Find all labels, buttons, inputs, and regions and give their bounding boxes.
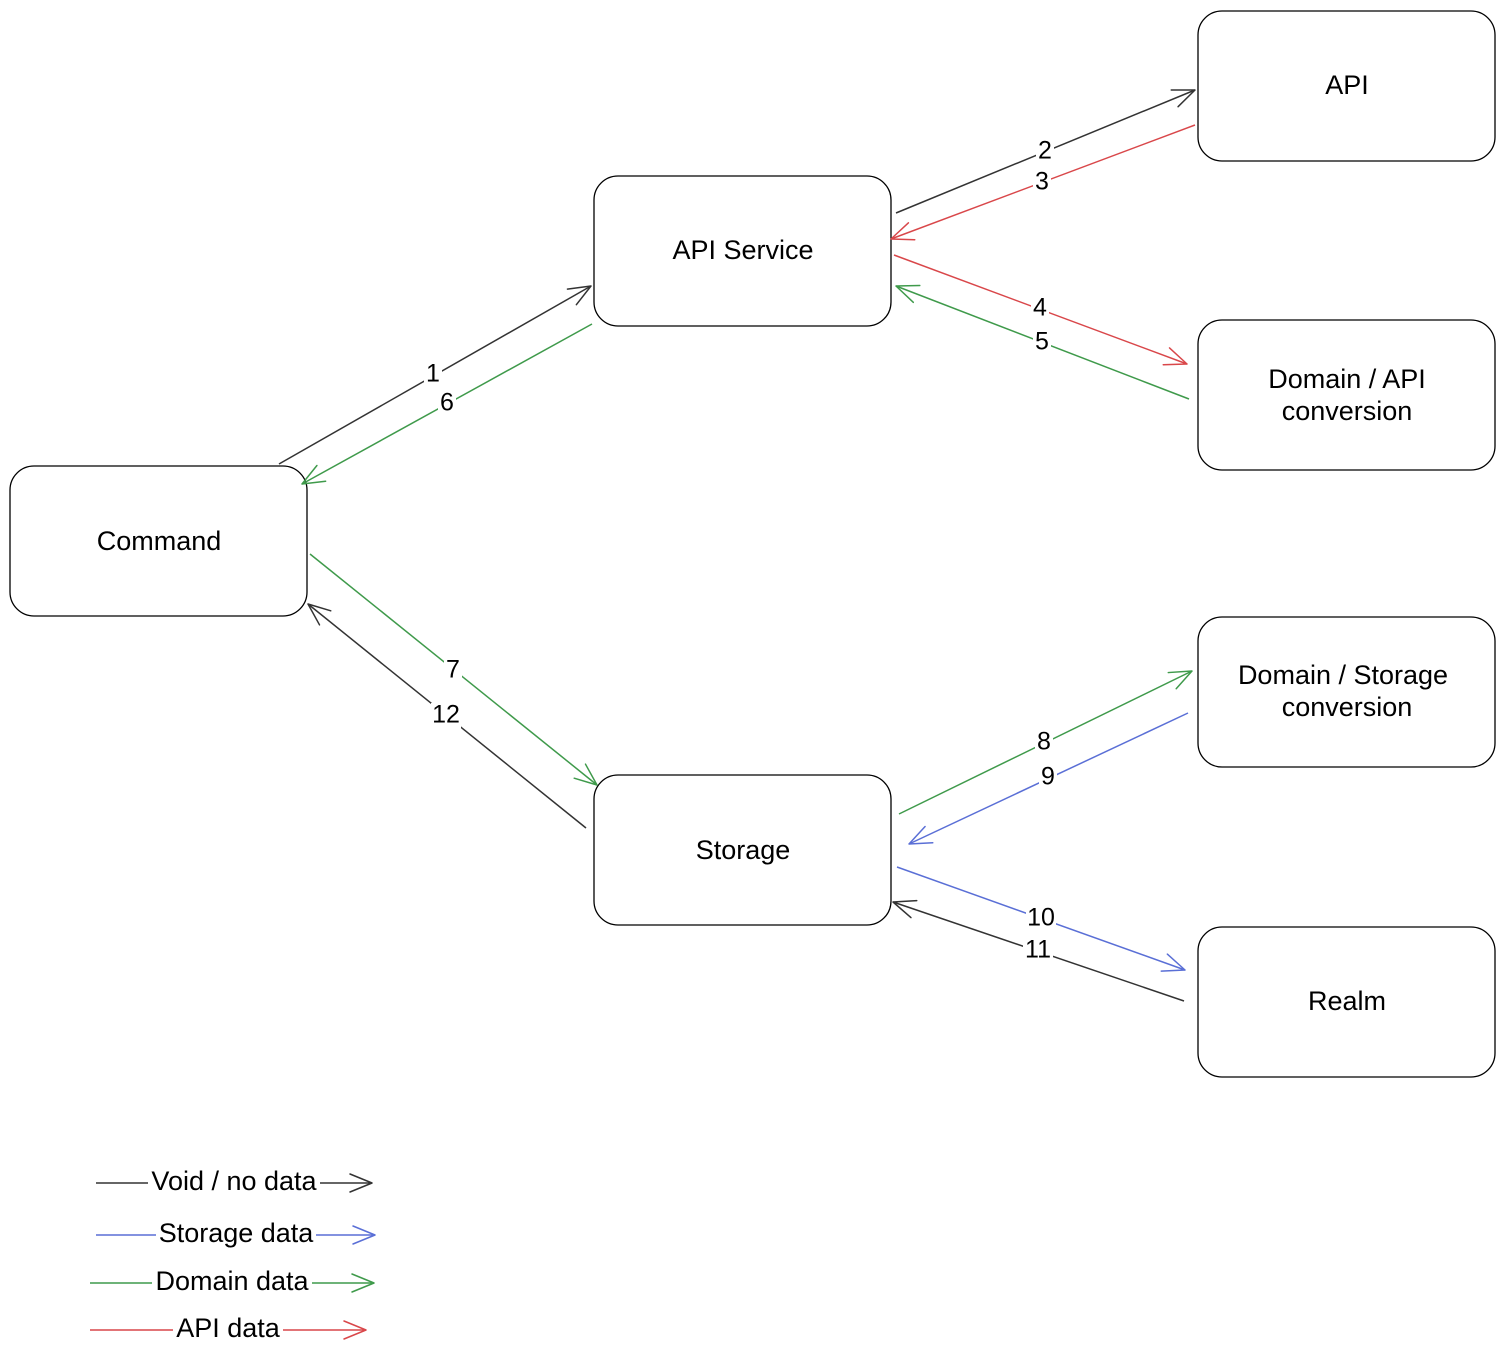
- edge-5-arrowhead: [895, 284, 921, 304]
- legend-storage-arrowhead: [352, 1225, 376, 1245]
- edge-1-label: 1: [426, 360, 440, 388]
- edge-7-arrowhead: [573, 763, 598, 786]
- edge-9-label: 9: [1041, 763, 1055, 791]
- edge-11-arrowhead: [892, 899, 918, 919]
- edge-5-label: 5: [1035, 328, 1049, 356]
- legend-storage-label: Storage data: [159, 1218, 315, 1248]
- edge-4[interactable]: 4: [893, 254, 1188, 366]
- edge-8-label: 8: [1037, 728, 1051, 756]
- legend-domain-label-bg: [152, 1268, 312, 1298]
- edge-10-label: 10: [1027, 904, 1055, 932]
- node-domain-api-conversion-label-line2: conversion: [1282, 396, 1413, 426]
- node-storage-label: Storage: [696, 835, 791, 865]
- node-domain-storage-conversion-label: Domain / Storage: [1238, 660, 1448, 690]
- edge-1[interactable]: 1: [278, 285, 592, 465]
- edge-6[interactable]: 6: [301, 323, 593, 485]
- edge-5-label-bg: [1033, 330, 1051, 356]
- edge-3-label-bg: [1033, 170, 1051, 196]
- edge-6-label-bg: [438, 391, 456, 417]
- edge-9-label-bg: [1039, 765, 1057, 791]
- legend-item-void: Void / no data: [96, 1166, 373, 1198]
- node-domain-storage-conversion[interactable]: Domain / Storage conversion: [1197, 616, 1496, 768]
- edge-7-label: 7: [446, 656, 460, 684]
- edge-7-label-bg: [444, 658, 462, 684]
- node-api-service[interactable]: API Service: [593, 175, 892, 327]
- edge-3-label: 3: [1035, 168, 1049, 196]
- edge-3-arrowhead: [890, 222, 916, 241]
- legend-domain-arrowhead: [351, 1273, 375, 1293]
- legend-void-arrowhead: [349, 1173, 373, 1193]
- edge-1-label-bg: [424, 362, 442, 388]
- edge-6-label: 6: [440, 389, 454, 417]
- edge-11-label-bg: [1023, 938, 1053, 964]
- edge-8-label-bg: [1035, 730, 1053, 756]
- edge-2[interactable]: 2: [895, 89, 1196, 214]
- edge-12[interactable]: 12: [307, 603, 587, 829]
- edge-5[interactable]: 5: [895, 284, 1190, 400]
- node-command-label: Command: [97, 526, 222, 556]
- edge-8[interactable]: 8: [898, 670, 1193, 815]
- edge-10-label-bg: [1026, 906, 1056, 932]
- edges-group: 16 2 3 4 5 7 12 8 9 10 11: [278, 89, 1196, 1002]
- edge-11-label: 11: [1025, 936, 1051, 964]
- node-realm-label: Realm: [1308, 986, 1386, 1016]
- node-api-label: API: [1325, 70, 1369, 100]
- node-domain-api-conversion[interactable]: Domain / API conversion: [1197, 319, 1496, 471]
- edge-9-arrowhead: [908, 825, 934, 845]
- edge-3[interactable]: 3: [890, 124, 1196, 241]
- legend-domain-label: Domain data: [155, 1266, 309, 1296]
- legend-api-label-bg: [173, 1315, 283, 1345]
- edge-7[interactable]: 7: [309, 553, 598, 786]
- edge-2-arrowhead: [1170, 89, 1196, 108]
- node-api[interactable]: API: [1197, 10, 1496, 162]
- node-api-service-label: API Service: [672, 235, 813, 265]
- edge-11[interactable]: 11: [892, 899, 1185, 1002]
- edge-8-arrowhead: [1167, 670, 1193, 690]
- legend-void-label-bg: [148, 1168, 320, 1198]
- legend-api-label: API data: [176, 1313, 281, 1343]
- node-domain-api-conversion-label: Domain / API: [1268, 364, 1426, 394]
- legend-storage-label-bg: [156, 1220, 316, 1250]
- edge-2-label: 2: [1038, 137, 1052, 165]
- node-realm[interactable]: Realm: [1197, 926, 1496, 1078]
- legend-item-domain: Domain data: [90, 1266, 375, 1298]
- edge-12-label: 12: [432, 701, 460, 729]
- edge-12-label-bg: [431, 703, 461, 729]
- edge-2-label-bg: [1036, 139, 1054, 165]
- edge-10-arrowhead: [1160, 953, 1186, 972]
- node-domain-storage-conversion-label-line2: conversion: [1282, 692, 1413, 722]
- edge-6-arrowhead: [301, 464, 327, 485]
- legend-api-arrowhead: [343, 1320, 367, 1340]
- edge-4-arrowhead: [1162, 347, 1188, 366]
- legend-void-label: Void / no data: [151, 1166, 317, 1196]
- edge-10[interactable]: 10: [896, 866, 1186, 972]
- edge-4-label-bg: [1031, 296, 1049, 322]
- edge-4-label: 4: [1033, 294, 1047, 322]
- edge-12-arrowhead: [307, 603, 332, 626]
- edge-1-arrowhead: [566, 285, 592, 306]
- node-command[interactable]: Command: [9, 465, 308, 617]
- edge-9[interactable]: 9: [908, 712, 1189, 845]
- node-storage[interactable]: Storage: [593, 774, 892, 926]
- legend-item-storage: Storage data: [96, 1218, 376, 1250]
- legend-item-api: API data: [90, 1313, 367, 1345]
